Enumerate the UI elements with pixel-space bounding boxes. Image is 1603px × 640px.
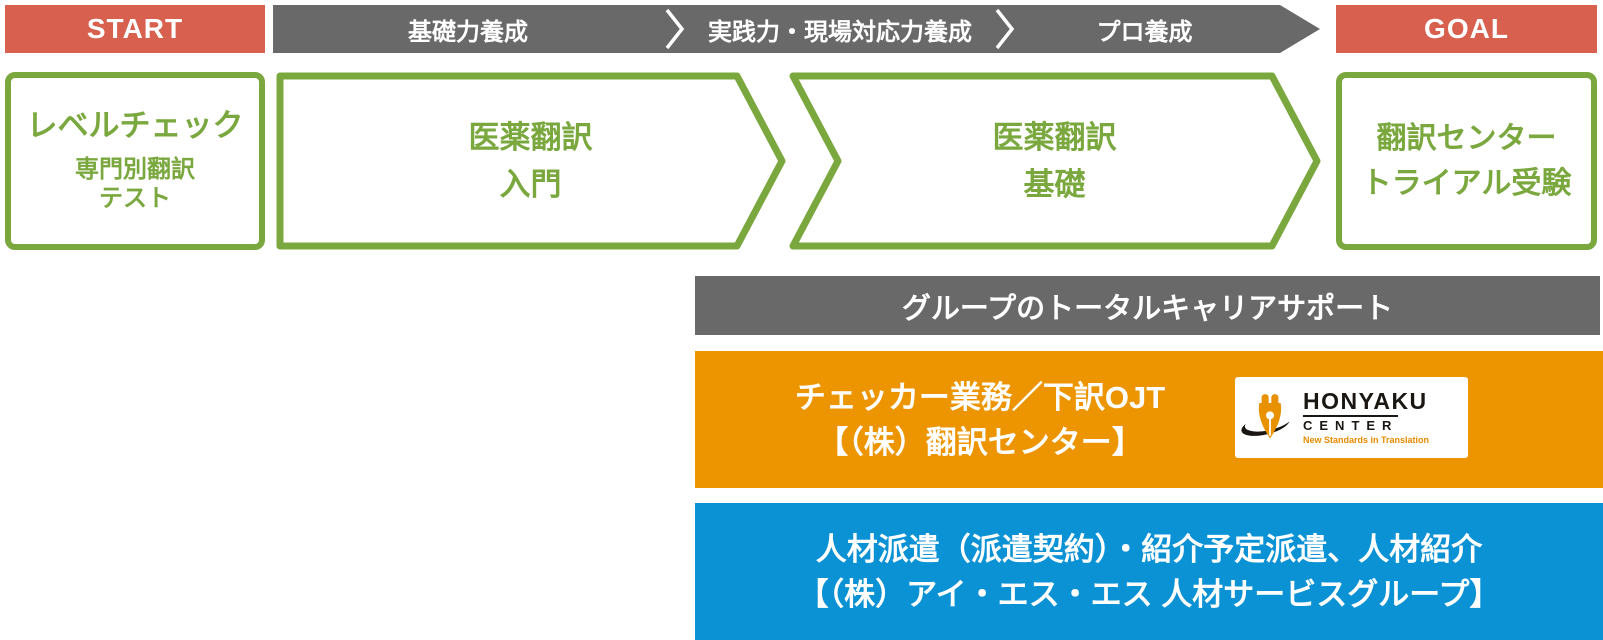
goal-banner: GOAL xyxy=(1336,5,1597,53)
stage-basic-training: 基礎力養成 xyxy=(273,5,663,53)
course-basic-arrow: 医薬翻訳 基礎 xyxy=(788,72,1321,250)
stage-pro-training: プロ養成 xyxy=(1017,5,1320,53)
stage-practical-training: 実践力・現場対応力養成 xyxy=(687,5,993,53)
start-banner: START xyxy=(5,5,265,53)
support-header-label: グループのトータルキャリアサポート xyxy=(901,292,1394,325)
level-check-subtitle-line1: 専門別翻訳 xyxy=(75,156,195,184)
pen-nib-icon xyxy=(1241,393,1294,438)
start-label: START xyxy=(86,13,184,44)
stage-banner: 基礎力養成 実践力・現場対応力養成 プロ養成 xyxy=(273,5,1320,53)
honyaku-band-line2: 【（株）翻訳センター】 xyxy=(817,424,1143,460)
staffing-band-line2: 【（株）アイ・エス・エス 人材サービスグループ】 xyxy=(797,576,1501,612)
stage-label: 基礎力養成 xyxy=(408,18,528,46)
chevron-shape xyxy=(789,72,1321,250)
course-intro-line2: 入門 xyxy=(499,167,562,202)
trial-exam-box: 翻訳センター トライアル受験 xyxy=(1336,72,1597,250)
level-check-title: レベルチェック xyxy=(26,107,244,143)
logo-tagline: New Standards in Translation xyxy=(1303,435,1430,445)
honyaku-band-line1: チェッカー業務／下訳OJT xyxy=(794,379,1166,415)
goal-label: GOAL xyxy=(1424,13,1509,44)
level-check-subtitle-line2: テスト xyxy=(99,185,171,213)
arrow-shape xyxy=(276,72,786,250)
stage-label: プロ養成 xyxy=(1096,18,1193,46)
course-basic-line2: 基礎 xyxy=(1023,167,1086,202)
course-basic-line1: 医薬翻訳 xyxy=(992,120,1117,155)
logo-name: HONYAKU xyxy=(1303,388,1428,414)
staffing-band-line1: 人材派遣（派遣契約）・紹介予定派遣、人材紹介 xyxy=(815,531,1483,567)
chevron-right-icon xyxy=(663,5,687,53)
level-check-box: レベルチェック 専門別翻訳 テスト xyxy=(5,72,265,250)
chevron-right-icon xyxy=(993,5,1017,53)
course-intro-line1: 医薬翻訳 xyxy=(468,120,593,155)
stage-label: 実践力・現場対応力養成 xyxy=(708,18,972,46)
trial-exam-line2: トライアル受験 xyxy=(1361,167,1572,200)
staffing-band: 人材派遣（派遣契約）・紹介予定派遣、人材紹介 【（株）アイ・エス・エス 人材サー… xyxy=(695,503,1603,640)
logo-center-word: CENTER xyxy=(1303,415,1399,432)
honyaku-center-band: チェッカー業務／下訳OJT 【（株）翻訳センター】 HONYAKU CENTER… xyxy=(695,351,1603,488)
course-intro-arrow: 医薬翻訳 入門 xyxy=(275,72,786,250)
trial-exam-line1: 翻訳センター xyxy=(1376,122,1557,155)
support-header-banner: グループのトータルキャリアサポート xyxy=(695,276,1600,335)
honyaku-center-logo: HONYAKU CENTER New Standards in Translat… xyxy=(1235,377,1468,458)
